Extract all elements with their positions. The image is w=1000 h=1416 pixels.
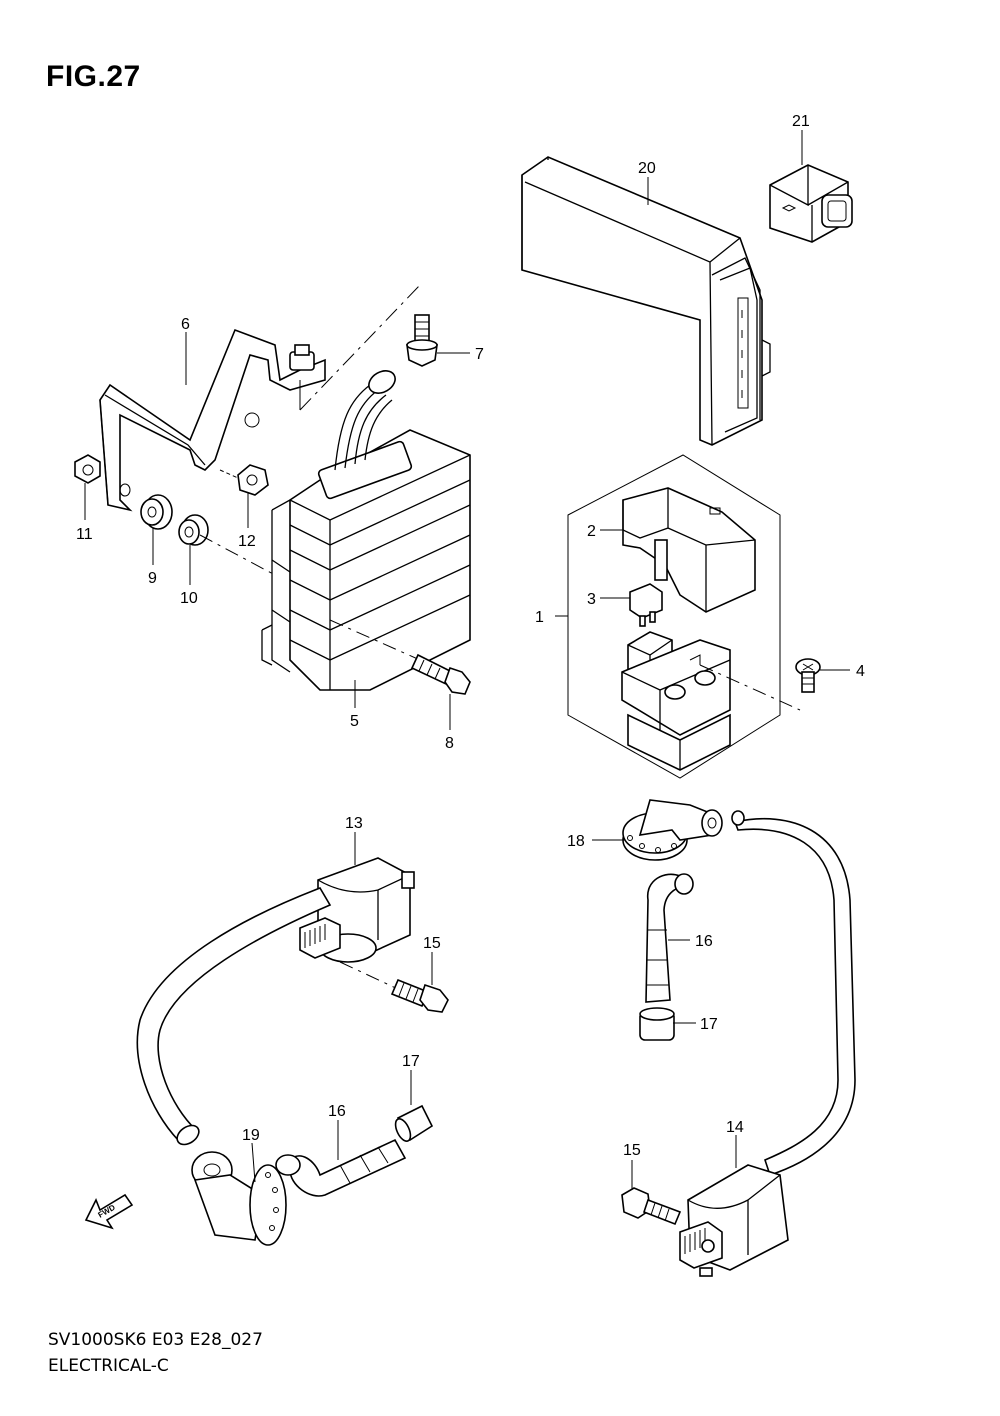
ignition-coil-14[interactable]	[679, 1164, 789, 1277]
callout-17-upper: 17	[700, 1016, 718, 1033]
callout-13: 13	[345, 815, 363, 832]
fwd-arrow-icon: FWD	[84, 1193, 134, 1230]
cap-17-lower[interactable]	[392, 1104, 434, 1143]
ignition-coil-13[interactable]	[299, 857, 415, 963]
relay-21[interactable]	[769, 164, 853, 243]
callout-19: 19	[242, 1127, 260, 1144]
regulator-rectifier-5[interactable]	[261, 366, 471, 691]
leader-dash-10	[199, 534, 276, 576]
callout-20: 20	[638, 160, 656, 177]
model-code: SV1000SK6 E03 E28_027	[48, 1330, 263, 1350]
leader-lines	[84, 130, 850, 1190]
bolt-15-lower[interactable]	[621, 1187, 682, 1226]
callout-15-upper: 15	[423, 935, 441, 952]
collar-10[interactable]	[178, 514, 209, 546]
callout-5: 5	[350, 713, 359, 730]
bracket-6[interactable]	[99, 328, 326, 512]
callout-7: 7	[475, 346, 484, 363]
plug-cap-18[interactable]	[622, 799, 723, 861]
callout-8: 8	[445, 735, 454, 752]
callout-10: 10	[180, 590, 198, 607]
bolt-8[interactable]	[329, 619, 471, 695]
cap-17-upper[interactable]	[639, 1007, 675, 1041]
nut-12[interactable]	[219, 464, 269, 496]
hv-lead-14[interactable]	[733, 818, 856, 1177]
callout-14: 14	[726, 1119, 744, 1136]
screw-4[interactable]	[795, 658, 821, 693]
callout-2: 2	[587, 523, 596, 540]
leader-dash-4	[699, 664, 801, 711]
callout-18: 18	[567, 833, 585, 850]
cover-2[interactable]	[622, 487, 756, 613]
section-name: ELECTRICAL-C	[48, 1356, 169, 1376]
callout-16-lower: 16	[328, 1103, 346, 1120]
ecu-unit[interactable]	[521, 156, 771, 446]
callout-21: 21	[792, 113, 810, 130]
fuse-3[interactable]	[629, 583, 663, 627]
box-1	[567, 454, 781, 779]
leader-dash-7	[299, 284, 421, 411]
bolt-15-upper[interactable]	[339, 961, 449, 1013]
callout-12: 12	[238, 533, 256, 550]
callout-6: 6	[181, 316, 190, 333]
nut-11[interactable]	[74, 454, 101, 484]
callout-4: 4	[856, 663, 865, 680]
callout-9: 9	[148, 570, 157, 587]
plug-cap-tube-16-upper[interactable]	[645, 873, 694, 1003]
figure-title: FIG.27	[46, 60, 141, 93]
bolt-7[interactable]	[406, 314, 438, 367]
callout-16-upper: 16	[695, 933, 713, 950]
plug-cap-tube-16-lower[interactable]	[275, 1138, 407, 1197]
hv-lead-13[interactable]	[136, 887, 332, 1142]
callout-17-lower: 17	[402, 1053, 420, 1070]
callout-3: 3	[587, 591, 596, 608]
starter-relay[interactable]	[621, 631, 731, 771]
callout-11: 11	[76, 526, 93, 543]
grommet-9[interactable]	[140, 494, 173, 530]
plug-cap-19[interactable]	[191, 1151, 287, 1246]
callout-1: 1	[535, 609, 544, 626]
callout-15-lower: 15	[623, 1142, 641, 1159]
callout-labels: 1 2 3 4 5 6 7 8 9 10 11 12 13 14 15 15 1…	[76, 113, 865, 1159]
